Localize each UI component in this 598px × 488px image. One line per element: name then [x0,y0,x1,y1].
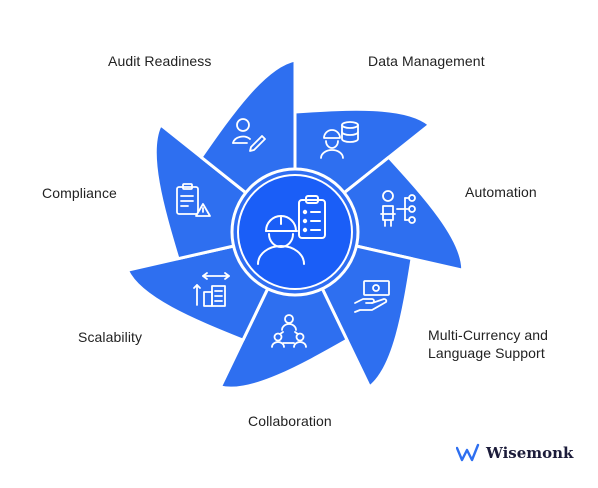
brand-logo: Wisemonk [456,441,573,465]
label-scalability: Scalability [78,329,143,345]
label-multi-currency: Multi-Currency and [428,327,549,343]
worker-database-icon [320,121,359,159]
label-collaboration: Collaboration [248,413,332,429]
user-edit-icon [232,118,266,152]
workflow-person-icon [380,190,416,227]
center-hub [230,167,360,297]
brand-name: Wisemonk [486,444,574,462]
label-language-support: Language Support [428,345,545,361]
engineer-checklist-icon [257,195,326,265]
label-data-management: Data Management [368,53,485,69]
clipboard-warning-icon [176,183,211,217]
team-network-icon [271,314,307,348]
buildings-growth-icon [193,272,230,307]
label-compliance: Compliance [42,185,117,201]
money-hand-icon [354,280,390,313]
label-automation: Automation [465,184,537,200]
label-audit-readiness: Audit Readiness [108,53,212,69]
wisemonk-logo-icon [456,443,480,462]
